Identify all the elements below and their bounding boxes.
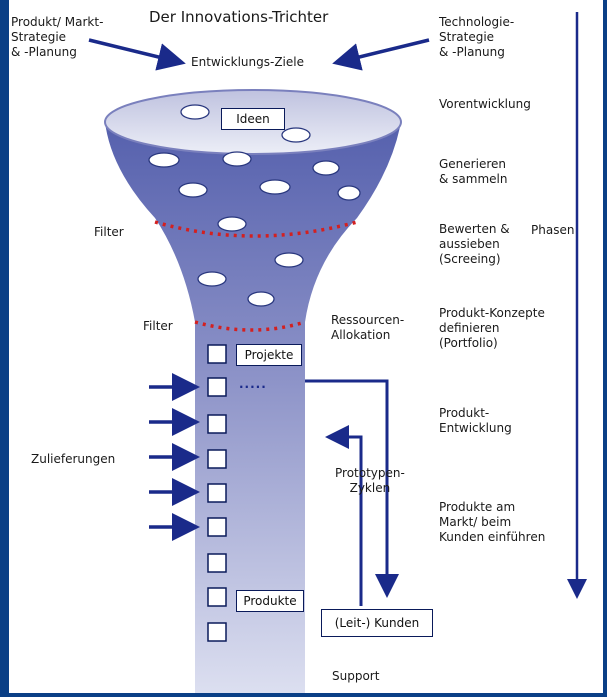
products-box: Produkte xyxy=(236,590,304,612)
label-prototype-cycles: Prototypen- Zyklen xyxy=(335,466,405,495)
label-filter-2: Filter xyxy=(143,319,173,333)
ideas-box: Ideen xyxy=(221,108,285,130)
step-pre-development: Vorentwicklung xyxy=(439,97,531,111)
label-resource-allocation: Ressourcen- Allokation xyxy=(331,313,405,342)
label-phases: Phasen xyxy=(531,223,575,237)
label-filter-1: Filter xyxy=(94,225,124,239)
diagram-title: Der Innovations-Trichter xyxy=(149,8,329,26)
loop-arrow-down xyxy=(305,379,399,598)
label-development-goals: Entwicklungs-Ziele xyxy=(191,55,304,69)
funnel-graphic xyxy=(88,12,587,693)
step-product-concepts: Produkt-Konzepte definieren (Portfolio) xyxy=(439,306,545,350)
label-product-strategy: Produkt/ Markt- Strategie & -Planung xyxy=(11,15,104,59)
lead-customers-box: (Leit-) Kunden xyxy=(321,609,433,637)
step-generate-collect: Generieren & sammeln xyxy=(439,157,508,186)
label-support: Support xyxy=(332,669,380,683)
arrow-strategy-right xyxy=(332,38,430,71)
supplier-arrows xyxy=(149,373,200,541)
step-product-development: Produkt- Entwicklung xyxy=(439,406,512,435)
label-ellipsis: ..... xyxy=(239,377,267,391)
loop-arrow-up xyxy=(325,425,363,606)
idea-clouds xyxy=(148,104,361,307)
step-evaluate-screen: Bewerten & aussieben (Screeing) xyxy=(439,222,510,266)
filter-line-1 xyxy=(154,220,358,238)
projects-box: Projekte xyxy=(236,344,302,366)
filter-line-2 xyxy=(194,320,306,332)
funnel-body xyxy=(105,122,401,693)
arrow-strategy-left xyxy=(88,38,186,71)
project-squares xyxy=(207,344,227,642)
label-suppliers: Zulieferungen xyxy=(31,452,116,466)
label-technology-strategy: Technologie- Strategie & -Planung xyxy=(439,15,515,59)
step-market-introduction: Produkte am Markt/ beim Kunden einführen xyxy=(439,500,546,544)
diagram-canvas: Der Innovations-Trichter Produkt/ Markt-… xyxy=(9,0,603,693)
